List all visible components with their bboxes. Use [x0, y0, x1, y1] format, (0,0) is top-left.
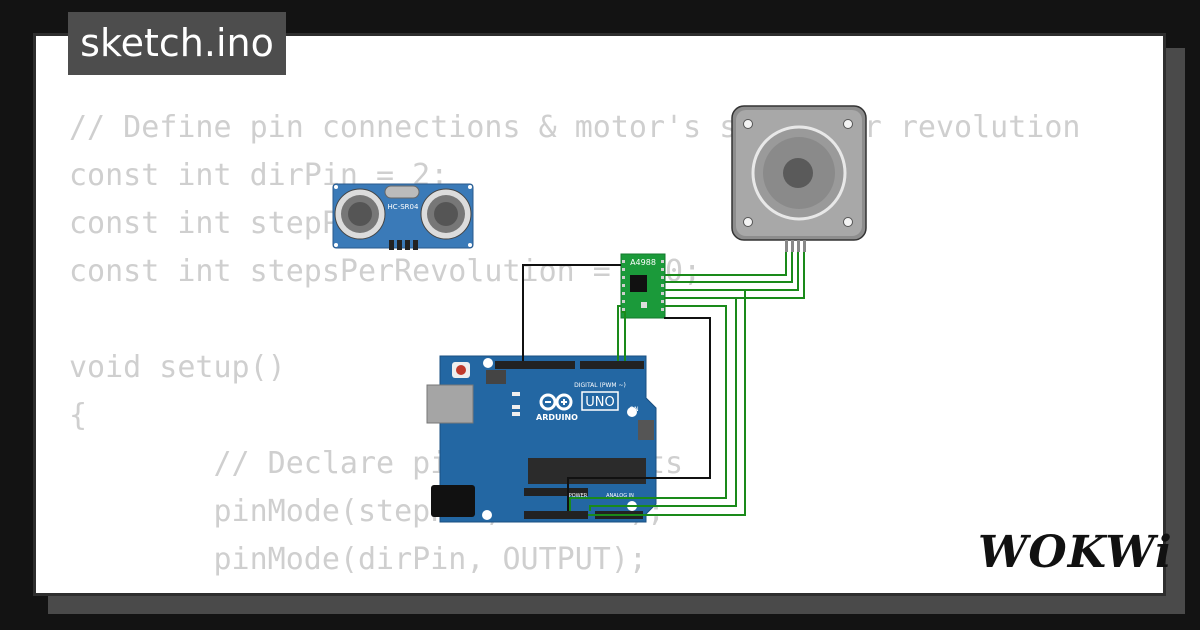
- digital-pins-label: DIGITAL (PWM ~): [574, 382, 626, 389]
- code-line: {: [69, 398, 88, 433]
- ultrasonic-sensor[interactable]: HC-SR04: [332, 183, 474, 250]
- sensor-label: HC-SR04: [388, 203, 419, 211]
- code-line: void setup(): [69, 350, 286, 385]
- driver-label: A4988: [630, 258, 656, 267]
- stepper-motor[interactable]: [731, 105, 867, 252]
- arduino-wires: [522, 264, 746, 516]
- arduino-uno-board[interactable]: DIGITAL (PWM ~) ARDUINO UNO ON ANALOG IN…: [426, 355, 657, 523]
- code-line: pinMode(dirPin, OUTPUT);: [69, 542, 647, 577]
- preview-card: // Define pin connections & motor's step…: [33, 33, 1166, 596]
- analog-pins-label: ANALOG IN: [606, 493, 634, 499]
- code-line: }: [69, 584, 1080, 593]
- power-pins-label: POWER: [569, 493, 588, 499]
- stepper-driver[interactable]: A4988: [620, 253, 666, 319]
- file-name-tab: sketch.ino: [68, 12, 286, 75]
- wokwi-logo: WOKWi: [978, 527, 1173, 578]
- motor-wires: [664, 252, 805, 299]
- code-line: const int dirPin = 2;: [69, 158, 449, 193]
- arduino-model-label: UNO: [585, 395, 614, 410]
- on-led-label: ON: [629, 406, 638, 413]
- arduino-brand-label: ARDUINO: [536, 413, 578, 422]
- arduino-infinity-icon: [539, 393, 573, 411]
